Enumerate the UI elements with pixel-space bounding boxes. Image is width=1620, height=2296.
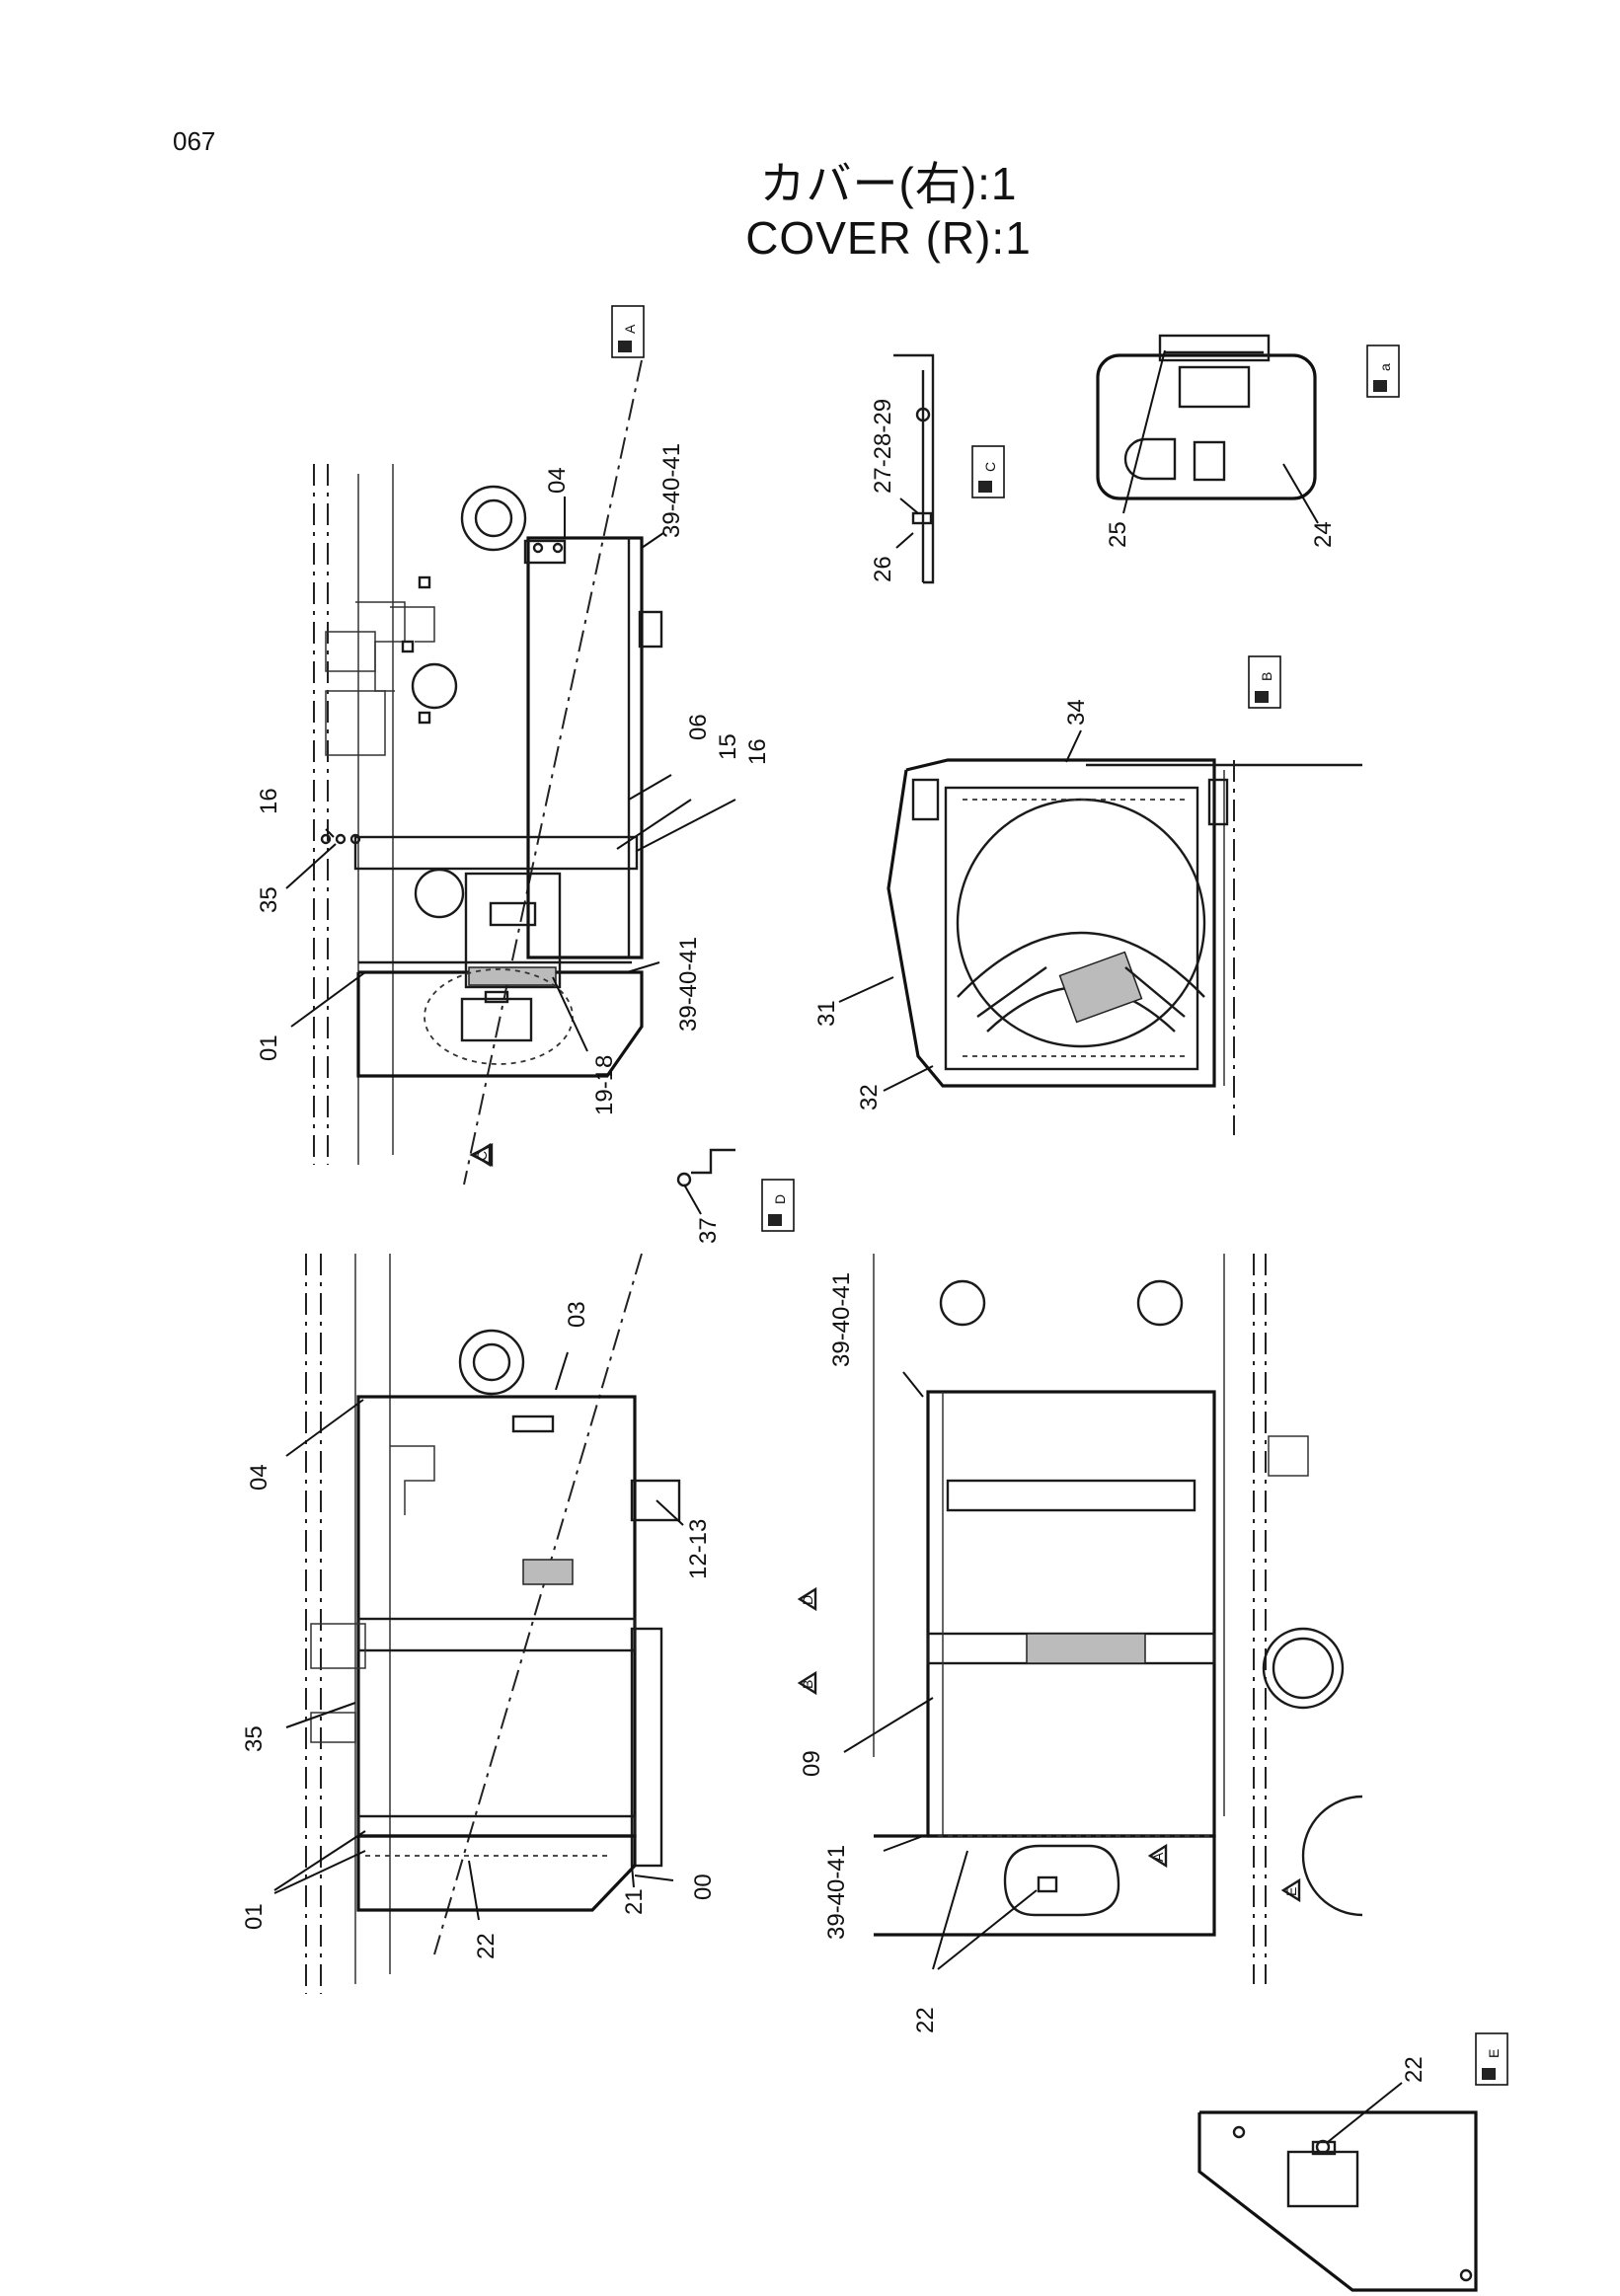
detail-a-view	[1096, 334, 1319, 524]
callout-21: 21	[621, 1888, 648, 1915]
svg-text:A: A	[622, 324, 638, 334]
cover-plate-24	[1096, 353, 1317, 500]
callout-06: 06	[685, 714, 712, 740]
callout-26: 26	[870, 556, 896, 582]
callout-01-a: 01	[256, 1034, 282, 1061]
view-marker-b: B	[797, 1670, 817, 1696]
callout-12-13: 12-13	[685, 1519, 712, 1579]
svg-text:B: B	[1259, 672, 1274, 681]
lower-plate-21	[356, 1834, 637, 1912]
section-b-tag: B	[1248, 655, 1281, 709]
detail-a-circle	[424, 968, 574, 1065]
bracket-34	[911, 778, 940, 821]
callout-03: 03	[564, 1301, 590, 1328]
callout-22-c: 22	[1401, 2056, 1427, 2083]
svg-text:D: D	[772, 1194, 788, 1204]
callout-22-b: 22	[912, 2007, 939, 2033]
view-marker-c: C	[471, 1142, 492, 1168]
svg-text:C: C	[474, 1151, 490, 1161]
callout-27-28-29: 27-28-29	[870, 399, 896, 494]
svg-text:A: A	[1150, 1852, 1166, 1862]
round-port-inner	[474, 498, 513, 538]
callout-16-b: 16	[744, 738, 771, 765]
diagonal-centerline	[463, 359, 643, 1186]
callout-04-a: 04	[544, 467, 571, 494]
round-port-3	[414, 868, 465, 919]
callout-37: 37	[695, 1217, 722, 1244]
section-d-tag: D	[761, 1179, 795, 1232]
round-port-outer	[460, 485, 527, 552]
callout-25: 25	[1105, 521, 1131, 548]
svg-text:D: D	[800, 1595, 815, 1605]
callout-04-b: 04	[246, 1464, 272, 1491]
callout-35-a: 35	[256, 886, 282, 913]
section-c-tag: C	[971, 445, 1005, 498]
cover-panel-03	[356, 1395, 637, 1838]
view-lower-left	[273, 1253, 684, 1994]
view-upper-left	[285, 359, 736, 1186]
callout-39-40-41-a: 39-40-41	[658, 443, 685, 538]
svg-text:E: E	[1486, 2049, 1502, 2058]
callout-19-18: 19-18	[591, 1055, 618, 1115]
callout-22-a: 22	[473, 1933, 500, 1959]
svg-text:E: E	[1283, 1887, 1299, 1896]
callout-32: 32	[856, 1084, 883, 1110]
callout-01-b: 01	[241, 1903, 268, 1930]
callout-09: 09	[799, 1750, 825, 1777]
view-e-tag: E	[1475, 2032, 1508, 2086]
callout-24: 24	[1310, 521, 1337, 548]
callout-31: 31	[813, 1000, 840, 1027]
radiator-frame-31	[887, 758, 1216, 1088]
lower-plate	[356, 970, 644, 1078]
view-marker-d: D	[797, 1586, 817, 1612]
radiator-core	[944, 786, 1199, 1071]
view-marker-e: E	[1280, 1877, 1301, 1903]
title-english: COVER (R):1	[745, 212, 1032, 264]
callout-16-a: 16	[256, 788, 282, 814]
callout-34: 34	[1063, 699, 1090, 726]
page-number: 067	[173, 126, 216, 156]
cover-panel-09	[926, 1390, 1216, 1838]
callout-00: 00	[690, 1874, 717, 1900]
section-d-view	[676, 1148, 735, 1215]
svg-text:B: B	[800, 1680, 815, 1689]
callout-39-40-41-b: 39-40-41	[675, 937, 702, 1032]
inspection-cover	[464, 872, 562, 989]
bracket-12-13	[630, 1479, 681, 1522]
svg-text:a: a	[1377, 363, 1393, 371]
callout-39-40-41-d: 39-40-41	[823, 1845, 850, 1940]
callout-15: 15	[715, 733, 741, 760]
view-e	[1197, 2082, 1478, 2292]
cover-plate-view-e	[1197, 2110, 1478, 2292]
view-marker-a: A	[1147, 1843, 1168, 1869]
section-a-tag: A	[611, 305, 645, 358]
view-lower-right	[843, 1254, 1363, 1984]
lower-plate-22	[874, 1834, 1216, 1937]
title-japanese: カバー(右):1	[759, 158, 1018, 209]
detail-a-tag: a	[1366, 344, 1400, 398]
section-b-view	[838, 729, 1362, 1135]
section-c-view	[893, 353, 935, 584]
callout-35-b: 35	[241, 1725, 268, 1752]
round-port-2	[411, 662, 458, 710]
callout-39-40-41-c: 39-40-41	[828, 1272, 855, 1367]
cover-panel-06	[526, 536, 644, 959]
svg-text:C: C	[982, 462, 998, 472]
